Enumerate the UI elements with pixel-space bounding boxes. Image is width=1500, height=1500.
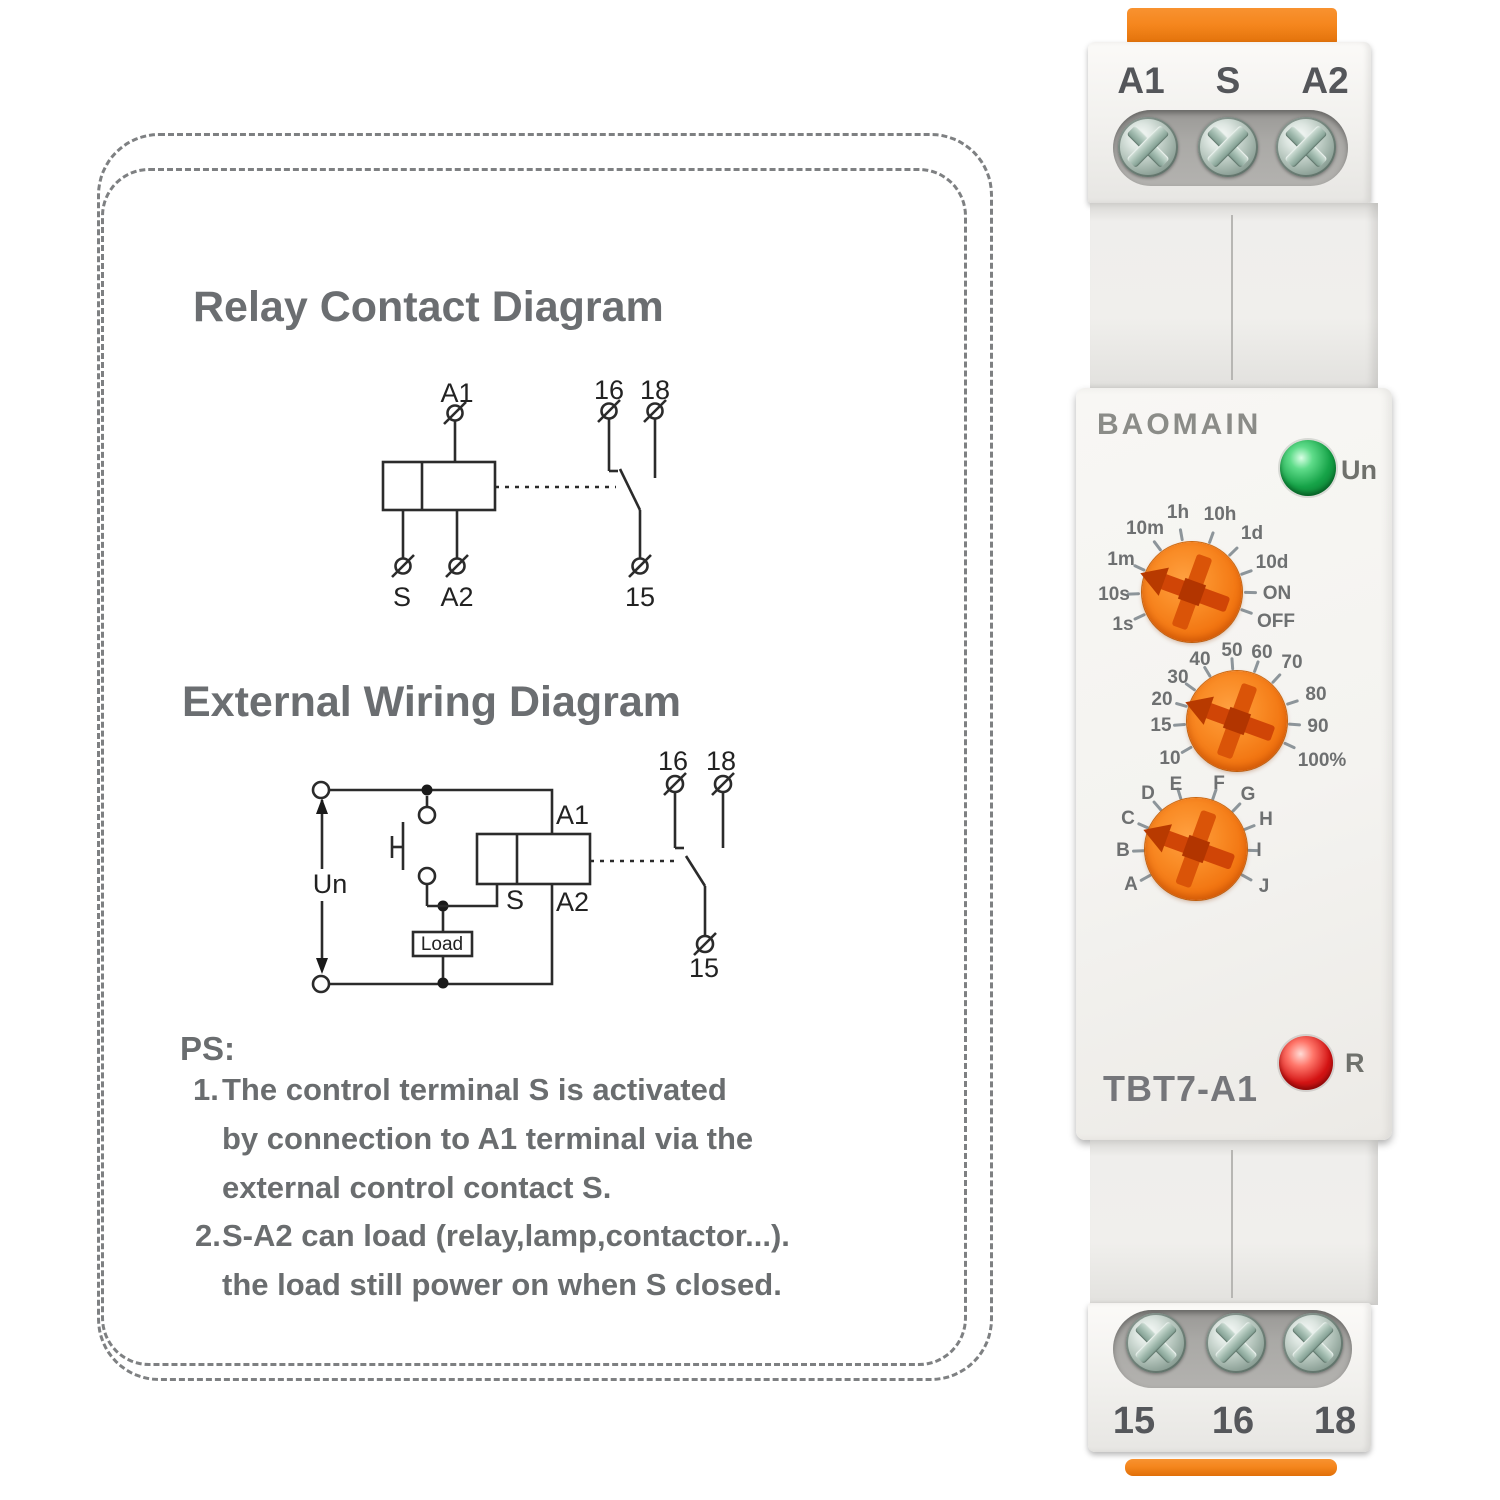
ps-item2-line2: the load still power on when S closed. [222,1267,782,1302]
external-wiring-schematic: Un Load [311,746,736,994]
percent-dial-label-80: 80 [1305,684,1327,705]
brand-logo: BAOMAIN [1097,408,1262,441]
function-dial-label-b: B [1116,840,1130,861]
percent-dial-label-70: 70 [1281,652,1303,673]
ps-item1-line1: The control terminal S is activated [222,1072,727,1107]
terminal-screw-16 [1206,1313,1266,1373]
percent-dial-label-40: 40 [1189,649,1211,670]
relay-coil [381,460,497,512]
relay-led-label: R [1345,1048,1365,1078]
function-dial-label-i: I [1256,840,1262,861]
time-dial-label-10d: 10d [1255,552,1289,573]
function-dial-label-e: E [1169,774,1183,795]
time-dial-label-on: ON [1262,583,1292,604]
time-dial-label-10s: 10s [1098,584,1130,605]
ps-item1-number: 1. [193,1072,219,1107]
function-dial-label-c: C [1121,808,1135,829]
percent-dial-label-10: 10 [1159,748,1181,769]
bottom-terminal-label-18: 18 [1313,1400,1357,1442]
percent-dial-label-15: 15 [1150,715,1172,736]
wiring-label-a2: A2 [556,887,589,917]
ps-item1-line2: by connection to A1 terminal via the [222,1121,754,1156]
time-dial-label-1h: 1h [1166,502,1190,523]
relay-label-15: 15 [625,582,655,612]
relay-status-led [1279,1036,1333,1090]
relay-terminal-a2: A2 [440,510,474,612]
bottom-terminal-label-16: 16 [1211,1400,1255,1442]
percent-dial-label-30: 30 [1167,667,1189,688]
terminal-screw-18 [1283,1313,1343,1373]
terminal-screw-a1 [1118,117,1178,177]
time-dial-label-1d: 1d [1240,523,1264,544]
ps-item2-number: 2. [195,1218,221,1253]
upper-body-seam [1231,215,1233,380]
percent-dial [1180,671,1287,771]
relay-label-s: S [393,582,411,612]
function-dial [1138,798,1247,900]
wiring-push-button-s [390,796,499,908]
relay-contact-schematic: A1 S A2 16 15 18 [381,375,670,612]
wiring-label-s: S [506,885,524,915]
percent-dial-label-100: 100% [1297,750,1347,771]
function-dial-label-f: F [1213,773,1225,794]
din-clip-top [1127,8,1337,46]
time-dial-label-10h: 10h [1203,504,1237,525]
wiring-label-15: 15 [689,953,719,983]
power-led [1280,440,1336,496]
wiring-contact-16-15-18: 16 15 18 [590,746,736,983]
upper-body-section [1090,203,1378,388]
dashed-border-outer [97,133,993,1381]
percent-dial-label-90: 90 [1307,716,1329,737]
lower-body-seam [1231,1150,1233,1298]
terminal-screw-15 [1126,1313,1186,1373]
ps-item2-line1: S-A2 can load (relay,lamp,contactor...). [222,1218,790,1253]
bottom-terminal-label-15: 15 [1112,1400,1156,1442]
relay-diagram-title: Relay Contact Diagram [193,283,664,331]
power-led-label: Un [1341,455,1377,485]
time-range-dial [1135,542,1242,642]
wiring-label-18: 18 [706,746,736,776]
function-dial-label-h: H [1259,809,1273,830]
function-dial-label-d: D [1141,783,1155,804]
time-dial-label-1s: 1s [1112,614,1134,635]
wiring-supply-un: Un [311,780,348,994]
din-clip-bottom [1125,1459,1337,1476]
relay-label-a1: A1 [440,378,473,408]
time-dial-label-10m: 10m [1125,518,1165,539]
terminal-screw-a2 [1276,117,1336,177]
wiring-label-16: 16 [658,746,688,776]
wiring-label-a1: A1 [556,800,589,830]
time-dial-label-off: OFF [1257,611,1295,632]
time-dial-label-1m: 1m [1107,549,1135,570]
dashed-border-inner [101,168,967,1366]
ps-heading: PS: [180,1030,236,1067]
wiring-diagram-title: External Wiring Diagram [182,678,682,726]
wiring-rails [329,784,554,989]
percent-dial-label-20: 20 [1151,689,1173,710]
function-dial-label-j: J [1258,876,1270,897]
relay-terminal-a1: A1 [440,378,474,462]
relay-label-a2: A2 [440,582,473,612]
relay-contact-16-15-18: 16 15 18 [495,375,670,612]
function-dial-label-a: A [1124,874,1138,895]
top-terminal-label-a2: A2 [1301,60,1349,101]
percent-dial-label-60: 60 [1251,642,1273,663]
top-terminal-label-s: S [1215,60,1241,101]
dial-tick [1243,590,1258,595]
function-dial-label-g: G [1240,784,1256,805]
lower-body-section [1090,1140,1378,1305]
percent-dial-label-50: 50 [1221,640,1243,661]
terminal-screw-s [1198,117,1258,177]
relay-terminal-s: S [391,510,415,612]
model-label: TBT7-A1 [1103,1068,1259,1109]
top-terminal-label-a1: A1 [1117,60,1165,101]
wiring-coil: A1 S A2 [475,800,592,917]
wiring-label-load: Load [421,934,463,955]
wiring-load-branch: Load [411,911,474,978]
ps-item1-line3: external control contact S. [222,1170,612,1205]
wiring-label-un: Un [313,869,348,899]
